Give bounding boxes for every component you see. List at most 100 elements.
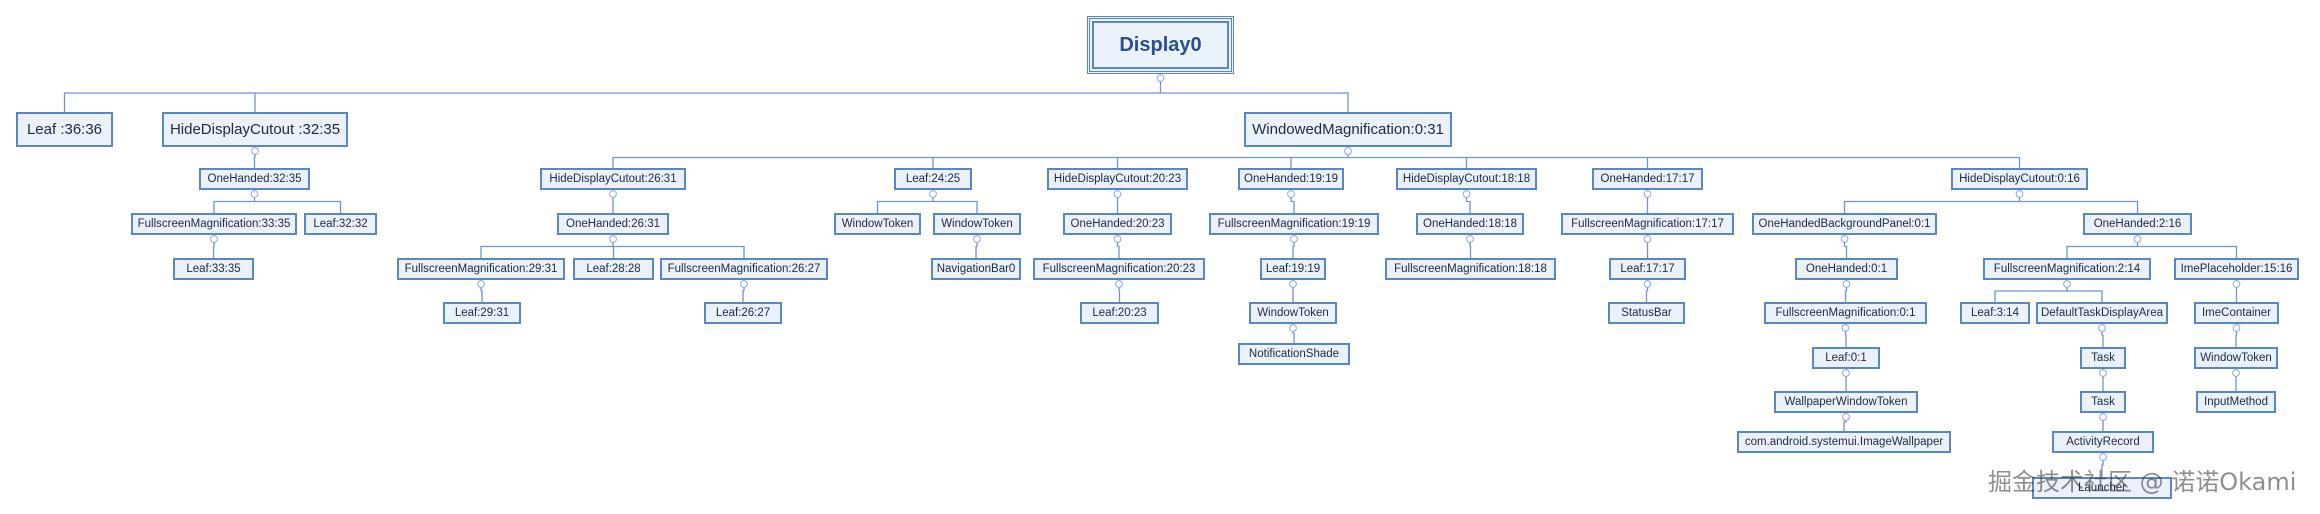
root-node[interactable]: Display0: [1087, 16, 1234, 74]
tree-node-onehanded-18-18[interactable]: OneHanded:18:18: [1416, 213, 1524, 235]
tree-node-onehanded-2-16[interactable]: OneHanded:2:16: [2083, 213, 2192, 235]
tree-node-leaf-3-14[interactable]: Leaf:3:14: [1960, 302, 2030, 324]
tree-node-leaf-19-19[interactable]: Leaf:19:19: [1260, 258, 1326, 280]
expand-handle-icon[interactable]: [251, 147, 259, 155]
tree-connector: [1994, 280, 2103, 302]
tree-node-windowtoken[interactable]: WindowToken: [933, 213, 1021, 235]
tree-connector: [1843, 190, 2139, 213]
tree-node-leaf-28-28[interactable]: Leaf:28:28: [573, 258, 654, 280]
expand-handle-icon[interactable]: [609, 190, 617, 198]
tree-node-leaf-33-35[interactable]: Leaf:33:35: [173, 258, 254, 280]
expand-handle-icon[interactable]: [1643, 235, 1652, 243]
tree-node-statusbar[interactable]: StatusBar: [1608, 302, 1685, 324]
tree-node-onehandedbackgroundpanel-0-1[interactable]: OneHandedBackgroundPanel:0:1: [1752, 213, 1937, 235]
tree-node-leaf-26-27[interactable]: Leaf:26:27: [704, 302, 782, 324]
expand-handle-icon[interactable]: [210, 235, 218, 243]
expand-handle-icon[interactable]: [250, 190, 259, 198]
tree-node-hidedisplaycutout-18-18[interactable]: HideDisplayCutout:18:18: [1396, 168, 1537, 190]
tree-node-activityrecord[interactable]: ActivityRecord: [2052, 431, 2154, 453]
expand-handle-icon[interactable]: [1842, 280, 1851, 288]
expand-handle-icon[interactable]: [2099, 453, 2107, 461]
watermark-text: 掘金技术社区 @ 诺诺Okami: [1988, 468, 2297, 496]
tree-node-task[interactable]: Task: [2080, 391, 2126, 413]
expand-handle-icon[interactable]: [609, 235, 617, 243]
tree-node-imeplaceholder-15-16[interactable]: ImePlaceholder:15:16: [2174, 258, 2299, 280]
expand-handle-icon[interactable]: [2099, 369, 2107, 377]
expand-handle-icon[interactable]: [1466, 235, 1474, 243]
expand-handle-icon[interactable]: [2063, 280, 2071, 288]
expand-handle-icon[interactable]: [2098, 324, 2106, 332]
tree-node-com-android-systemui-imagewallpaper[interactable]: com.android.systemui.ImageWallpaper: [1737, 431, 1951, 453]
tree-node-navigationbar0[interactable]: NavigationBar0: [931, 258, 1021, 280]
expand-handle-icon[interactable]: [1289, 324, 1297, 332]
expand-handle-icon[interactable]: [1287, 190, 1295, 198]
tree-node-fullscreenmagnification-0-1[interactable]: FullscreenMagnification:0:1: [1764, 302, 1927, 324]
expand-handle-icon[interactable]: [1643, 190, 1652, 198]
expand-handle-icon[interactable]: [1113, 190, 1122, 198]
tree-node-task[interactable]: Task: [2080, 347, 2126, 369]
tree-node-leaf-0-1[interactable]: Leaf:0:1: [1812, 347, 1880, 369]
tree-node-fullscreenmagnification-29-31[interactable]: FullscreenMagnification:29:31: [397, 258, 565, 280]
tree-node-hidedisplaycutout-26-31[interactable]: HideDisplayCutout:26:31: [540, 168, 686, 190]
tree-node-windowtoken[interactable]: WindowToken: [834, 213, 921, 235]
tree-node-fullscreenmagnification-19-19[interactable]: FullscreenMagnification:19:19: [1209, 213, 1379, 235]
expand-handle-icon[interactable]: [2232, 280, 2241, 288]
expand-handle-icon[interactable]: [1115, 280, 1123, 288]
tree-node-leaf-24-25[interactable]: Leaf:24:25: [894, 168, 972, 190]
expand-handle-icon[interactable]: [740, 280, 748, 288]
tree-node-launcher[interactable]: Launcher: [2032, 477, 2172, 499]
tree-node-leaf-36-36[interactable]: Leaf :36:36: [16, 112, 113, 147]
expand-handle-icon[interactable]: [929, 190, 937, 198]
tree-node-fullscreenmagnification-18-18[interactable]: FullscreenMagnification:18:18: [1385, 258, 1556, 280]
expand-handle-icon[interactable]: [1842, 369, 1850, 377]
tree-node-onehanded-20-23[interactable]: OneHanded:20:23: [1063, 213, 1172, 235]
expand-handle-icon[interactable]: [477, 280, 485, 288]
expand-handle-icon[interactable]: [1290, 235, 1298, 243]
expand-handle-icon[interactable]: [1113, 235, 1122, 243]
tree-node-hidedisplaycutout-0-16[interactable]: HideDisplayCutout:0:16: [1951, 168, 2088, 190]
tree-node-wallpaperwindowtoken[interactable]: WallpaperWindowToken: [1774, 391, 1918, 413]
expand-handle-icon[interactable]: [2133, 235, 2142, 243]
tree-node-onehanded-0-1[interactable]: OneHanded:0:1: [1795, 258, 1898, 280]
tree-node-hidedisplaycutout-32-35[interactable]: HideDisplayCutout :32:35: [162, 112, 348, 147]
expand-handle-icon[interactable]: [2232, 369, 2240, 377]
expand-handle-icon[interactable]: [1156, 74, 1165, 82]
tree-node-leaf-17-17[interactable]: Leaf:17:17: [1609, 258, 1686, 280]
tree-node-inputmethod[interactable]: InputMethod: [2196, 391, 2276, 413]
tree-node-windowedmagnification-0-31[interactable]: WindowedMagnification:0:31: [1244, 112, 1452, 147]
expand-handle-icon[interactable]: [1841, 324, 1850, 332]
tree-node-leaf-32-32[interactable]: Leaf:32:32: [304, 213, 377, 235]
tree-node-leaf-20-23[interactable]: Leaf:20:23: [1080, 302, 1159, 324]
tree-node-notificationshade[interactable]: NotificationShade: [1238, 343, 1350, 365]
tree-node-windowtoken[interactable]: WindowToken: [1249, 302, 1337, 324]
expand-handle-icon[interactable]: [1842, 413, 1850, 421]
tree-connector: [876, 190, 978, 213]
tree-node-onehanded-32-35[interactable]: OneHanded:32:35: [199, 168, 310, 190]
tree-node-imecontainer[interactable]: ImeContainer: [2194, 302, 2279, 324]
tree-node-fullscreenmagnification-2-14[interactable]: FullscreenMagnification:2:14: [1983, 258, 2151, 280]
expand-handle-icon[interactable]: [1462, 190, 1471, 198]
tree-node-fullscreenmagnification-26-27[interactable]: FullscreenMagnification:26:27: [660, 258, 828, 280]
tree-node-onehanded-17-17[interactable]: OneHanded:17:17: [1592, 168, 1703, 190]
expand-handle-icon[interactable]: [2232, 324, 2241, 332]
tree-connector: [213, 190, 342, 213]
tree-node-leaf-29-31[interactable]: Leaf:29:31: [443, 302, 521, 324]
tree-node-fullscreenmagnification-17-17[interactable]: FullscreenMagnification:17:17: [1561, 213, 1734, 235]
tree-node-fullscreenmagnification-20-23[interactable]: FullscreenMagnification:20:23: [1033, 258, 1205, 280]
tree-connector: [63, 74, 1349, 112]
tree-connector: [2066, 235, 2238, 258]
tree-node-fullscreenmagnification-33-35[interactable]: FullscreenMagnification:33:35: [131, 213, 297, 235]
expand-handle-icon[interactable]: [973, 235, 981, 243]
expand-handle-icon[interactable]: [1289, 280, 1297, 288]
tree-node-defaulttaskdisplayarea[interactable]: DefaultTaskDisplayArea: [2036, 302, 2168, 324]
tree-node-onehanded-26-31[interactable]: OneHanded:26:31: [557, 213, 669, 235]
tree-node-windowtoken[interactable]: WindowToken: [2194, 347, 2278, 369]
expand-handle-icon[interactable]: [1344, 147, 1352, 155]
tree-node-onehanded-19-19[interactable]: OneHanded:19:19: [1238, 168, 1344, 190]
expand-handle-icon[interactable]: [1643, 280, 1652, 288]
expand-handle-icon[interactable]: [2015, 190, 2024, 198]
expand-handle-icon[interactable]: [2099, 413, 2107, 421]
tree-node-hidedisplaycutout-20-23[interactable]: HideDisplayCutout:20:23: [1047, 168, 1188, 190]
expand-handle-icon[interactable]: [1840, 235, 1849, 243]
